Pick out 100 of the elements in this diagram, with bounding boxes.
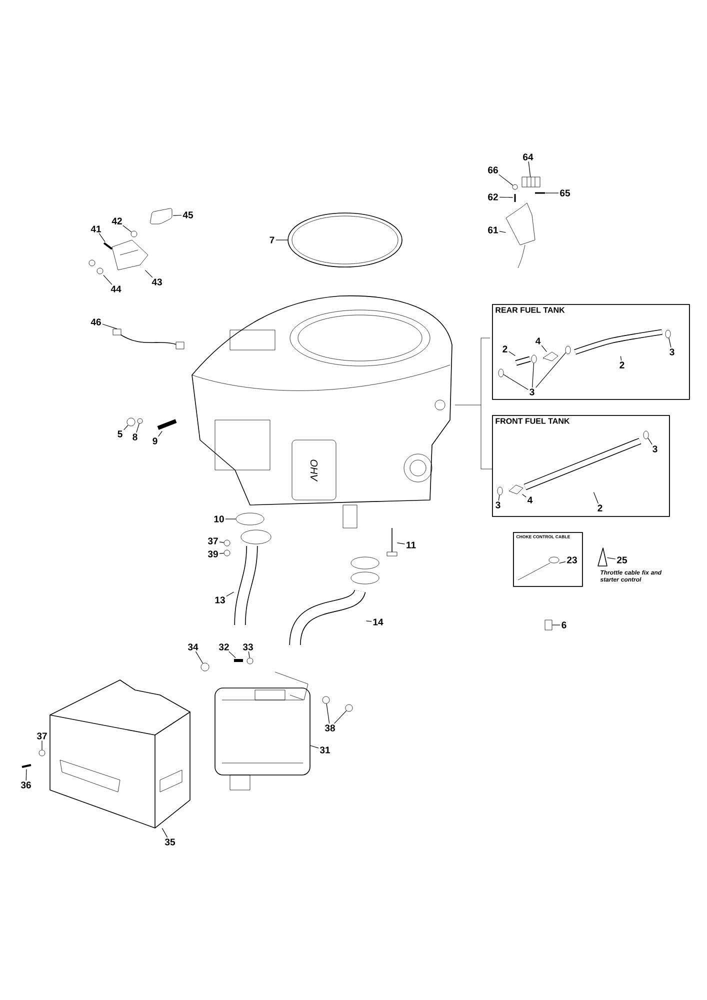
leader-line [558, 561, 566, 564]
callout-number: 5 [118, 430, 122, 438]
callout-number: 3 [496, 502, 500, 508]
washer [224, 540, 230, 546]
leader-line [226, 592, 234, 597]
leader-line [536, 352, 566, 388]
leader-line [219, 552, 224, 554]
callout-number: 4 [528, 496, 533, 504]
leader-line [544, 192, 559, 194]
leader-line [103, 274, 112, 285]
leader-line [162, 828, 168, 838]
callout-number: 31 [320, 746, 330, 754]
choke-cable-drawing [518, 556, 560, 580]
exhaust-pipe-drawing [234, 546, 258, 626]
callout-number: 32 [218, 644, 229, 650]
leader-line [541, 345, 548, 352]
leader-line [552, 624, 560, 626]
fuel-pump-drawing [112, 240, 148, 270]
leader-line [172, 214, 182, 216]
nut [345, 704, 353, 712]
washer [130, 230, 138, 238]
callout-number: 42 [112, 218, 122, 224]
washer [38, 750, 46, 756]
leader-line [648, 438, 652, 445]
callout-number: 3 [652, 446, 658, 452]
leader-line [225, 518, 236, 520]
callout-number: 66 [488, 166, 498, 174]
callout-number: 65 [560, 190, 570, 196]
hose-clamp [643, 430, 649, 440]
callout-number: 9 [152, 438, 158, 444]
callout-number: 10 [214, 516, 224, 522]
leader-line [26, 768, 27, 781]
engine-marking: OHV [310, 460, 318, 482]
leader-line [620, 356, 622, 361]
gasket [236, 512, 264, 526]
bolt-drawing [22, 764, 32, 768]
callout-number: 41 [90, 226, 102, 232]
leader-line [334, 710, 347, 724]
leader-line [228, 651, 236, 658]
callout-number: 43 [152, 278, 162, 286]
callout-number: 2 [620, 362, 624, 368]
leader-line [219, 542, 224, 543]
leader-line [158, 430, 162, 437]
wire-drawing [112, 328, 184, 350]
fuel-tap-drawing [542, 352, 558, 362]
gasket-ring-drawing [288, 212, 402, 268]
leader-line [102, 324, 118, 330]
hose-clamp [565, 346, 571, 354]
nut [512, 184, 518, 190]
callout-number: 37 [208, 538, 218, 544]
callout-number: 2 [502, 346, 508, 352]
callout-number: 7 [270, 236, 274, 244]
callout-number: 46 [90, 318, 101, 326]
leader-line [593, 492, 598, 504]
hose-clamp [498, 368, 504, 378]
callout-number: 6 [562, 622, 566, 628]
leader-line [499, 196, 514, 198]
nut [322, 696, 330, 704]
callout-number: 61 [488, 226, 498, 234]
cable-clamp-drawing [522, 176, 540, 188]
leader-line [366, 620, 372, 622]
fuel-tap-drawing [508, 484, 524, 494]
elbow-drawing [150, 208, 172, 224]
leader-line [144, 270, 153, 278]
nut [200, 662, 210, 672]
callout-number: 3 [530, 388, 534, 396]
leader-line [503, 374, 528, 390]
leader-line [310, 745, 319, 748]
bolt-drawing [234, 659, 243, 662]
callout-number: 4 [536, 338, 541, 344]
leader-line [498, 494, 500, 501]
leader-line [248, 651, 250, 658]
hose-clamp [497, 486, 503, 496]
bolt-drawing [103, 242, 113, 250]
callout-number: 34 [188, 644, 198, 650]
callout-number: 37 [36, 732, 47, 740]
nut [126, 418, 136, 426]
leader-line [98, 233, 106, 242]
callout-number: 11 [406, 542, 416, 548]
callout-number: 8 [132, 434, 138, 440]
fitting-drawing [157, 419, 177, 430]
leader-line [668, 338, 672, 348]
washer [224, 550, 230, 556]
leader-line [195, 651, 204, 664]
callout-number: 13 [215, 596, 225, 604]
clip-drawing [544, 620, 552, 630]
washer-drawing [88, 260, 104, 274]
hose-drawing [515, 356, 531, 366]
callout-number: 36 [20, 782, 31, 788]
leader-line [508, 351, 516, 356]
throttle-lever-drawing [506, 202, 536, 268]
callout-number: 62 [488, 194, 498, 200]
leader-line [499, 230, 506, 233]
cable-tie-drawing [598, 548, 608, 566]
leader-line [124, 424, 128, 430]
muffler-drawing [214, 672, 310, 790]
washer [137, 418, 143, 424]
leader-line [532, 362, 534, 388]
callout-number: 25 [617, 556, 628, 564]
hose-drawing [524, 438, 642, 490]
